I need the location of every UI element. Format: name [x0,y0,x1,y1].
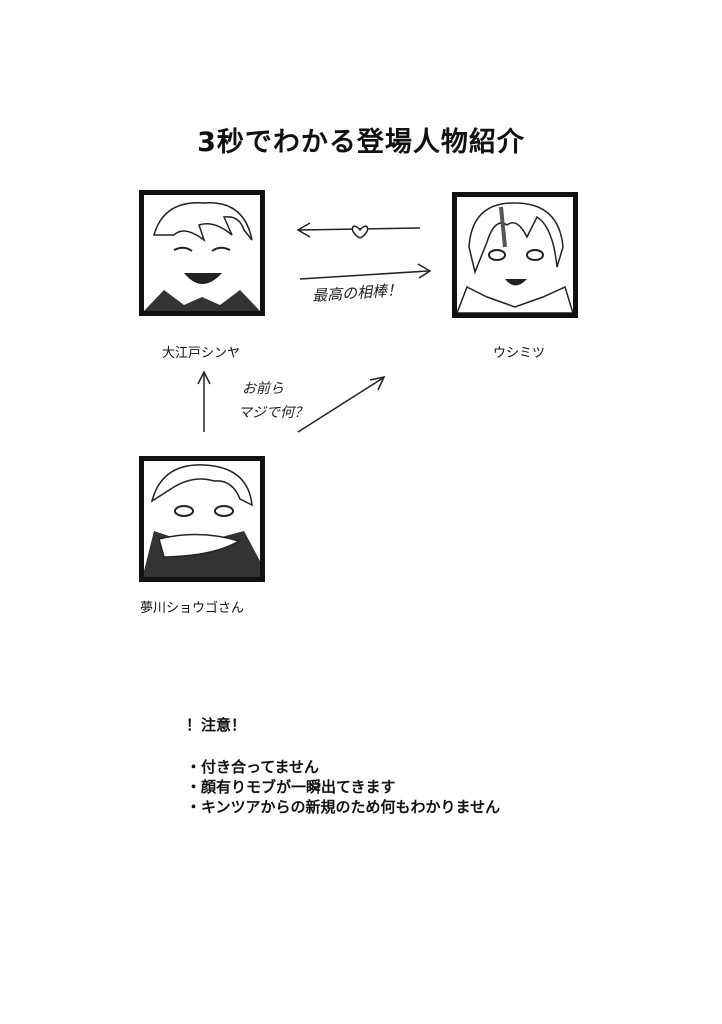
character-name-yumekawa: 夢川ショウゴさん [140,601,245,616]
character-drawing [144,464,260,577]
character-name-ushimitsu: ウシミツ [493,346,546,361]
portrait-yumekawa-shougo [139,456,265,582]
annotation-partner: 最高の相棒！ [311,280,403,306]
portrait-ushimitsu [452,192,578,318]
note-item: ・付き合ってません [186,758,320,776]
heart-icon [351,225,369,239]
character-drawing [144,202,260,311]
character-name-oedo: 大江戸シンヤ [162,346,241,361]
note-item: ・キンツアからの新規のため何もわかりません [186,798,501,816]
arrow-yumekawa-to-oedo [197,370,211,432]
note-item: ・顔有りモブが一瞬出てきます [186,778,396,796]
page-title: 3秒でわかる登場人物紹介 [197,127,525,158]
arrow-oedo-to-ushimitsu [299,263,432,280]
notes-section: ！注意！ ・付き合ってません ・顔有りモブが一瞬出てきます ・キンツアからの新規… [186,715,500,817]
notes-heading: ！注意！ [186,716,247,734]
character-drawing [457,202,573,313]
arrow-ushimitsu-to-oedo [296,222,421,238]
portrait-oedo-shinya [139,190,265,316]
annotation-question-line2: マジで何？ [238,405,308,421]
arrow-yumekawa-to-ushimitsu [297,375,386,433]
annotation-question-line1: お前ら [242,381,284,397]
